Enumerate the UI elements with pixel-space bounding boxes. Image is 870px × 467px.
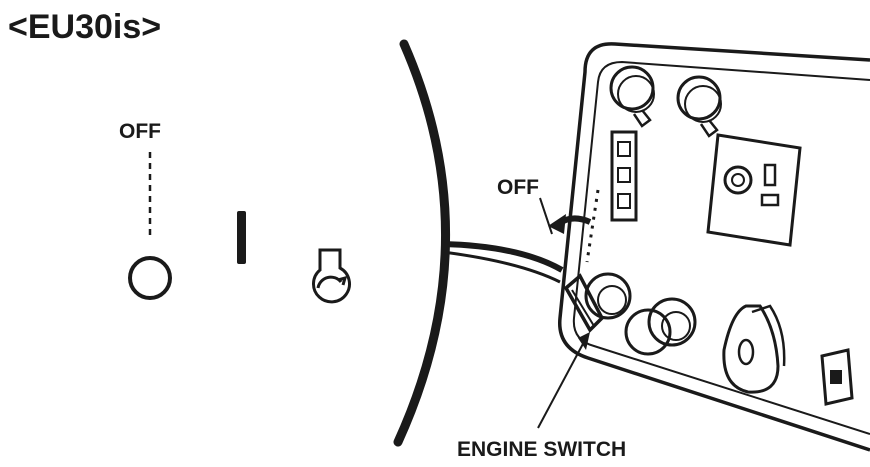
circuit-protector-right-icon xyxy=(676,75,722,138)
start-rotation-icon xyxy=(312,248,351,304)
model-title: <EU30is> xyxy=(8,8,161,46)
engine-switch-pointer xyxy=(537,339,586,429)
engine-switch-knob-icon xyxy=(563,272,632,333)
magnifier-leader-lower xyxy=(442,250,561,284)
receptacle-cap-left-icon xyxy=(624,297,697,356)
engine-switch-arrowhead-icon xyxy=(578,332,590,350)
engine-switch-label: ENGINE SWITCH xyxy=(457,438,626,461)
switch-position-dots xyxy=(585,189,600,263)
off-position-label: OFF xyxy=(119,120,161,143)
off-callout-label: OFF xyxy=(497,176,539,199)
choke-knob-icon xyxy=(722,304,786,394)
off-callout-pointer xyxy=(539,197,553,235)
control-panel xyxy=(539,42,870,452)
magnifier-leader-upper xyxy=(442,241,564,273)
on-bar-icon xyxy=(237,211,246,264)
indicator-lamps xyxy=(610,130,638,222)
rocker-switch-icon xyxy=(820,348,854,406)
magnifier-arc xyxy=(393,39,451,447)
circuit-protector-left-icon xyxy=(609,65,655,128)
off-circle-icon xyxy=(128,256,172,300)
off-arrowhead-icon xyxy=(548,214,566,234)
eco-throttle-panel xyxy=(706,133,802,247)
